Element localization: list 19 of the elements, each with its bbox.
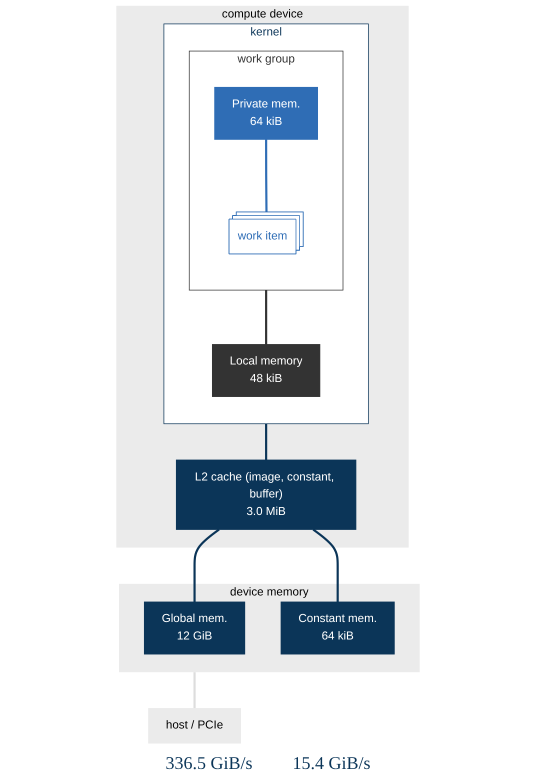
connector-line (265, 424, 268, 460)
connector-line (193, 528, 220, 602)
memory-box: Local memory 48 kiB (212, 344, 320, 397)
connector-line (312, 528, 339, 602)
connector-line (265, 139, 268, 212)
group-title: device memory (230, 586, 309, 598)
bandwidth-label: 336.5 GiB/s (165, 753, 252, 774)
connector-line (265, 290, 268, 344)
group-title: compute device (222, 8, 304, 20)
group-title: work group (237, 53, 295, 66)
memory-box: L2 cache (image, constant, buffer) 3.0 MiB (176, 460, 356, 530)
group-title: kernel (250, 26, 282, 38)
memory-box: host / PCIe (148, 708, 241, 744)
memory-box: Private mem. 64 kiB (214, 86, 318, 140)
memory-box: work item (228, 212, 304, 254)
memory-box: Constant mem. 64 kiB (280, 602, 395, 654)
bandwidth-label: 15.4 GiB/s (292, 753, 371, 774)
memory-box: Global mem. 12 GiB (144, 602, 246, 654)
connector-line (193, 672, 196, 708)
